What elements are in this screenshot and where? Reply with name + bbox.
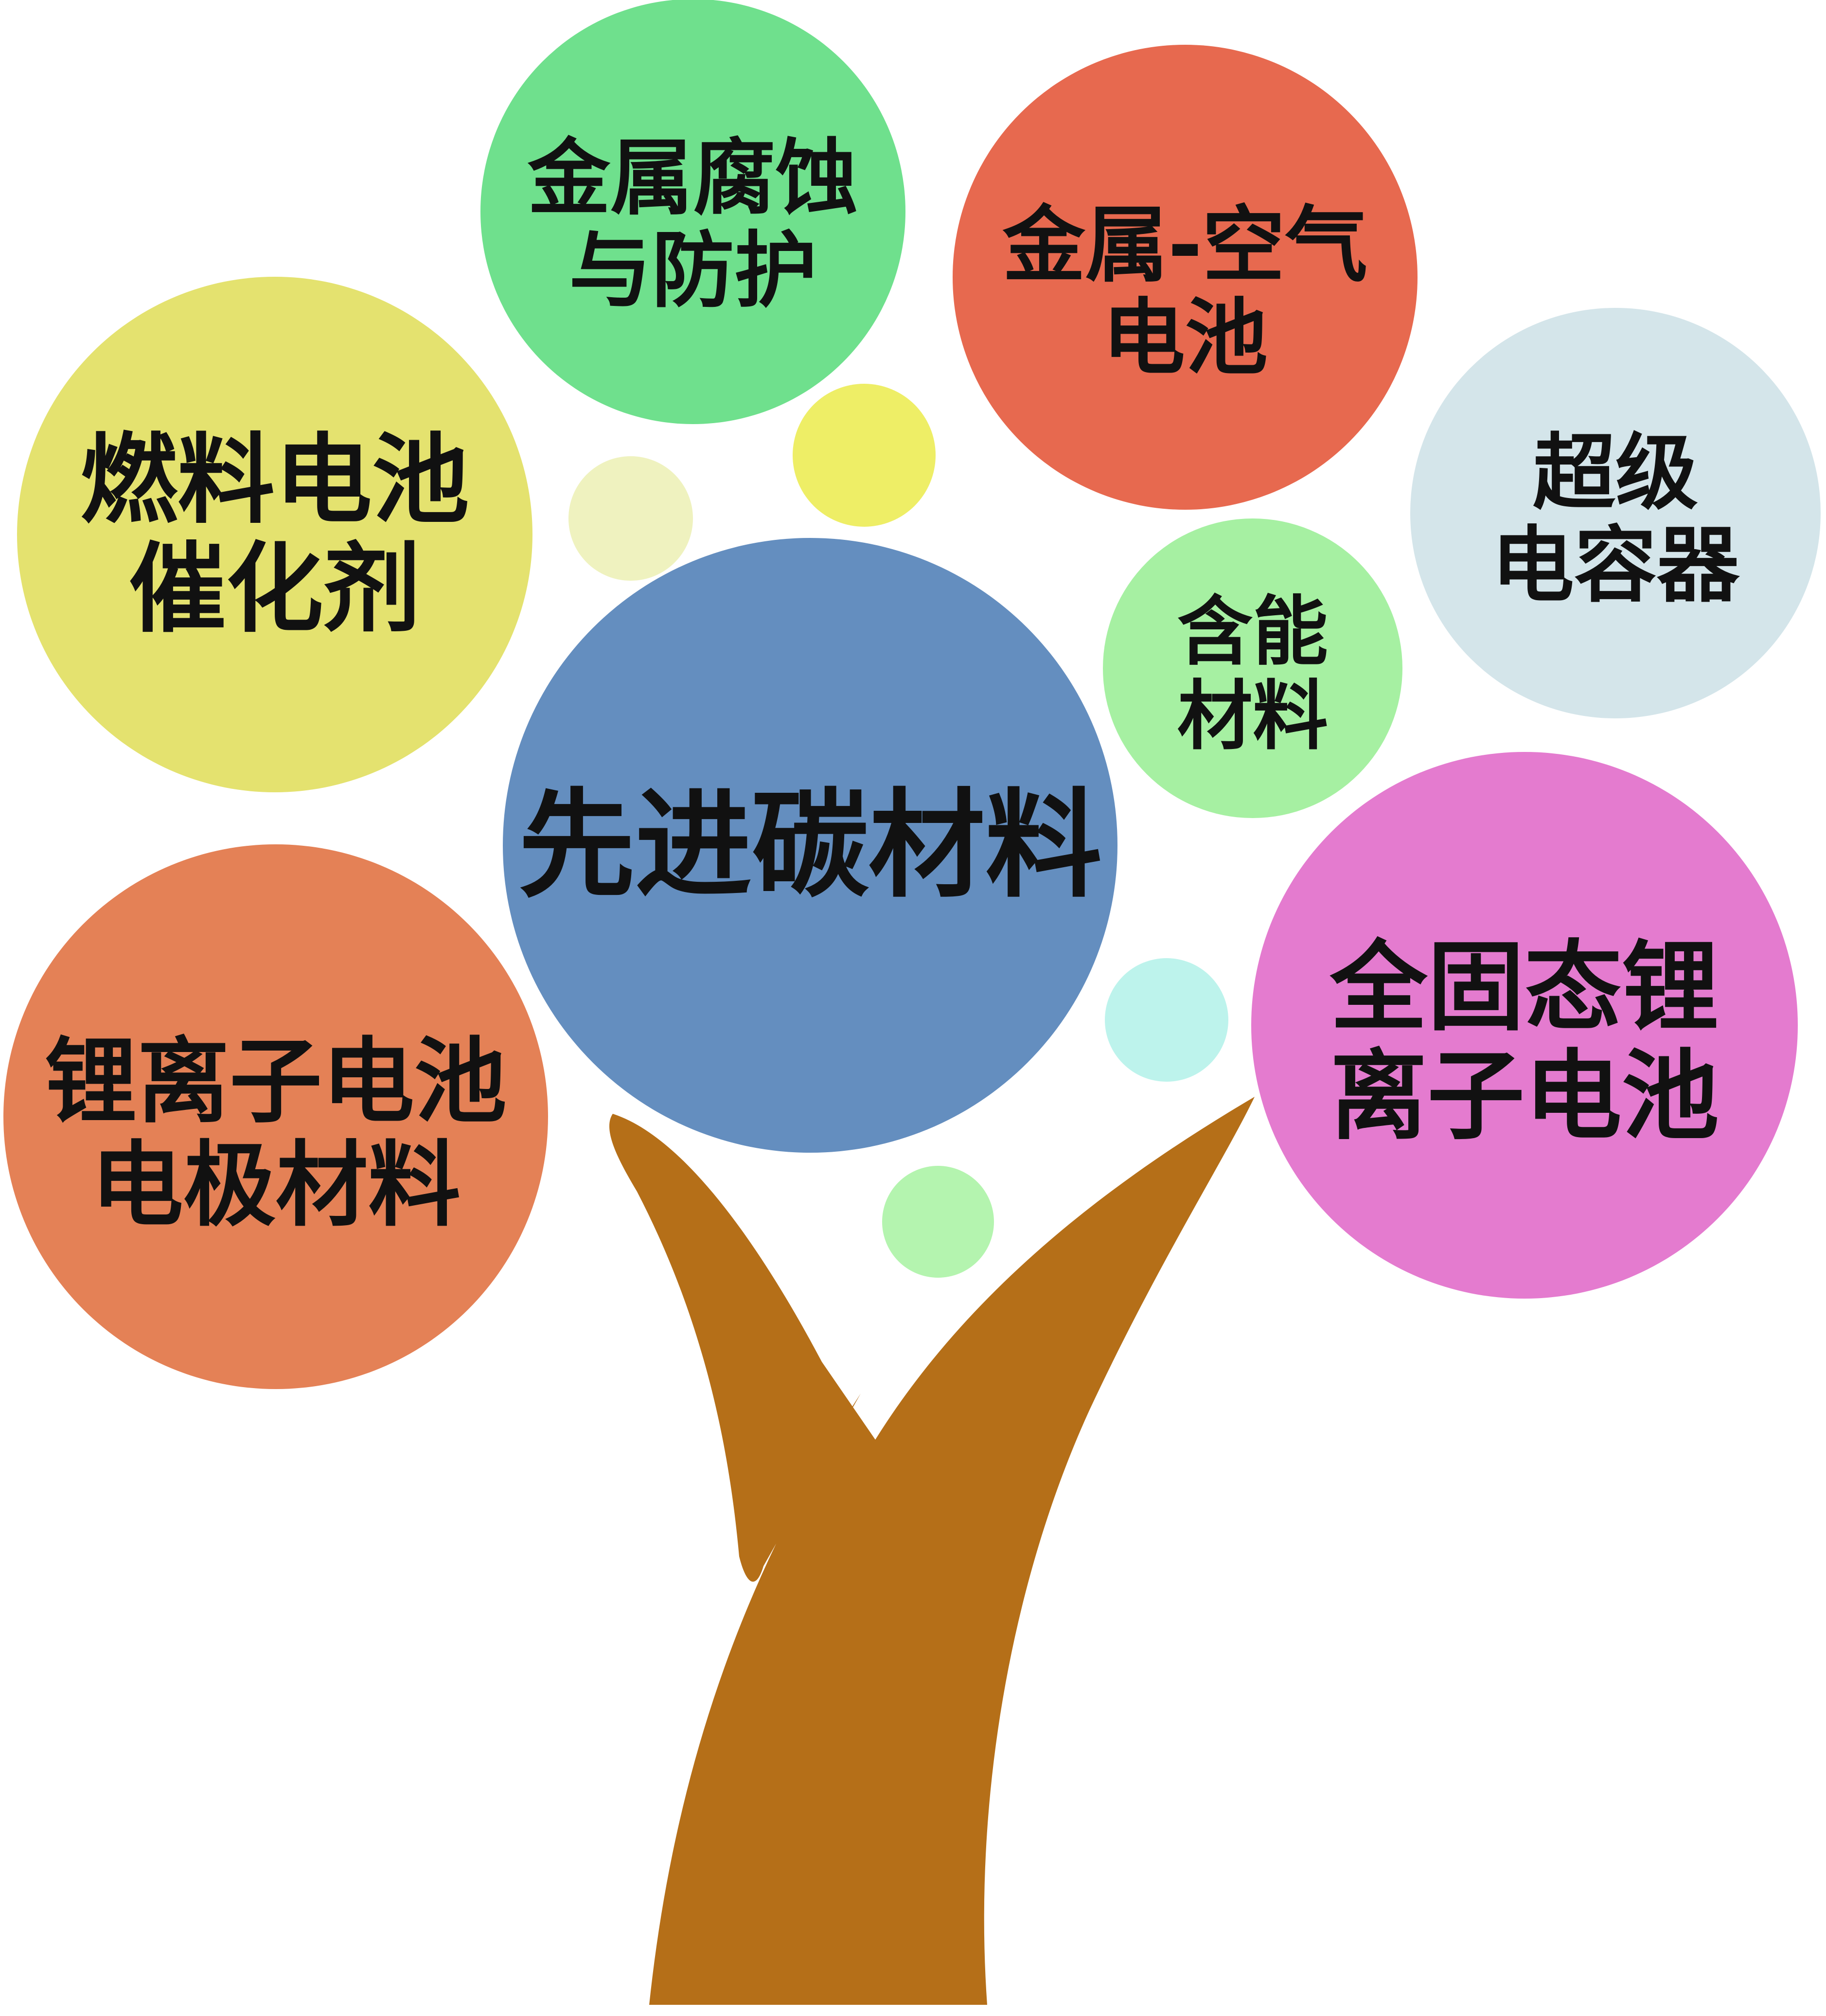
decor-dot-3 (1105, 958, 1228, 1082)
node-label: 含能材料 (1177, 588, 1328, 760)
label-line: 燃料电池 (80, 424, 469, 537)
node-label: 燃料电池催化剂 (80, 424, 469, 646)
decor-dot-2 (793, 384, 936, 527)
label-line: 超级 (1533, 425, 1698, 521)
label-line: 全固态锂 (1330, 931, 1719, 1044)
label-line: 与防护 (569, 223, 817, 319)
node-circle (1251, 752, 1798, 1299)
node-label: 金属腐蚀与防护 (527, 130, 858, 319)
label-line: 金属腐蚀 (527, 130, 858, 227)
center-label: 先进碳材料 (518, 777, 1102, 913)
node-metal-corrosion: 金属腐蚀与防护 (480, 0, 905, 424)
node-circle (17, 277, 532, 792)
node-solid-state-li-battery: 全固态锂离子电池 (1251, 752, 1798, 1299)
label-line: 金属-空气 (1002, 197, 1368, 294)
node-metal-air-battery: 金属-空气电池 (953, 45, 1418, 510)
node-circle (1103, 518, 1402, 818)
node-energetic-materials: 含能材料 (1103, 518, 1402, 818)
label-line: 含能 (1177, 588, 1328, 676)
node-circle (480, 0, 905, 424)
node-li-ion-electrode: 锂离子电池电极材料 (3, 844, 548, 1389)
label-line: 电池 (1102, 290, 1268, 386)
center-circle (503, 538, 1117, 1153)
node-circle (953, 45, 1418, 510)
label-line: 离子电池 (1330, 1040, 1719, 1153)
label-line: 电容器 (1491, 517, 1740, 614)
label-line: 催化剂 (129, 533, 421, 646)
node-circle (3, 844, 548, 1389)
label-line: 材料 (1177, 672, 1328, 760)
tree-trunk (609, 1097, 1255, 2005)
node-label: 金属-空气电池 (1002, 197, 1368, 386)
label-line: 锂离子电池 (45, 1028, 507, 1135)
decor-dot-1 (568, 456, 693, 581)
node-circle (1410, 308, 1821, 718)
node-label: 全固态锂离子电池 (1330, 931, 1719, 1153)
node-supercapacitor: 超级电容器 (1410, 308, 1821, 718)
center-node: 先进碳材料 (503, 538, 1117, 1153)
node-label: 锂离子电池电极材料 (45, 1028, 507, 1239)
decor-dot-4 (882, 1166, 994, 1278)
label-line: 先进碳材料 (518, 777, 1102, 913)
node-fuel-cell-catalyst: 燃料电池催化剂 (17, 277, 532, 792)
node-label: 超级电容器 (1491, 425, 1740, 614)
label-line: 电极材料 (91, 1131, 461, 1239)
